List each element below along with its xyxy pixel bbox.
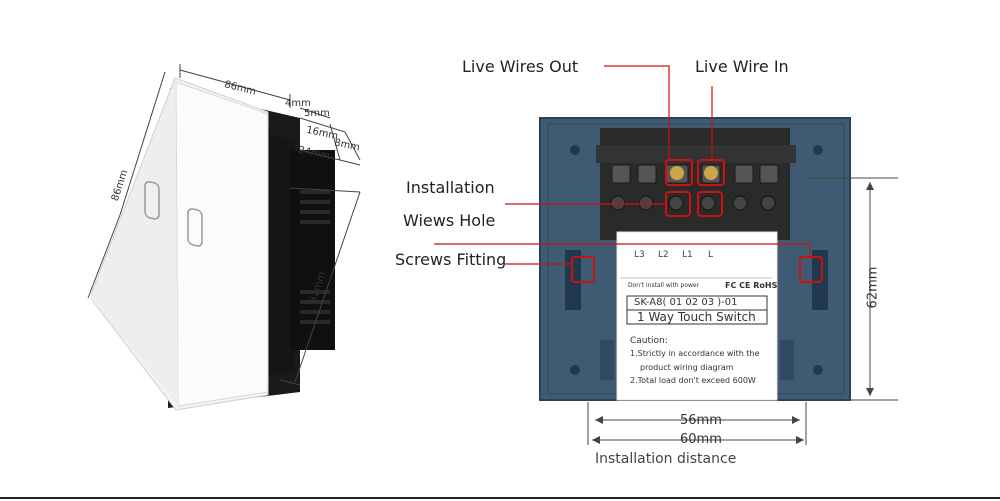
warning-text: Don't install with power bbox=[628, 282, 700, 289]
touch-key-1 bbox=[144, 181, 160, 220]
callout-box-live-in bbox=[697, 159, 725, 186]
callout-box-hole-2 bbox=[697, 191, 723, 217]
terminal-l3: L3 bbox=[634, 250, 645, 260]
terminal-l1: L1 bbox=[682, 250, 693, 260]
touch-key-2 bbox=[187, 208, 203, 247]
model-number: SK-A8( 01 02 03 )-01 bbox=[634, 297, 738, 308]
callout-installation: Installation bbox=[406, 178, 495, 197]
dim-width-56: 56mm bbox=[680, 413, 722, 428]
installation-distance-label: Installation distance bbox=[595, 451, 737, 467]
caution-line-1a: 1.Strictly in accordance with the bbox=[630, 349, 760, 358]
label-plate bbox=[616, 231, 778, 401]
callout-box-screw-left bbox=[571, 256, 595, 283]
callout-box-screw-right bbox=[799, 256, 823, 283]
terminal-l2: L2 bbox=[658, 250, 669, 260]
terminal-l: L bbox=[708, 250, 714, 260]
bottom-divider bbox=[0, 497, 1000, 499]
caution-title: Caution: bbox=[630, 336, 668, 346]
callout-live-wire-in: Live Wire In bbox=[695, 57, 789, 76]
dim-width-60: 60mm bbox=[680, 432, 722, 447]
dim-side-5: 5mm bbox=[304, 108, 330, 119]
callout-wiews-hole: Wiews Hole bbox=[403, 211, 496, 230]
caution-line-2: 2.Total load don't exceed 600W bbox=[630, 376, 756, 385]
callout-box-live-out bbox=[665, 159, 693, 186]
caution-line-1b: product wiring diagram bbox=[640, 363, 734, 372]
dim-height-62: 62mm bbox=[865, 266, 881, 309]
cert-marks: FC CE RoHS bbox=[725, 281, 778, 290]
dim-side-4: 4mm bbox=[285, 98, 311, 109]
callout-live-wires-out: Live Wires Out bbox=[462, 57, 579, 76]
product-name: 1 Way Touch Switch bbox=[637, 310, 756, 324]
callout-screws-fitting: Screws Fitting bbox=[395, 250, 507, 269]
